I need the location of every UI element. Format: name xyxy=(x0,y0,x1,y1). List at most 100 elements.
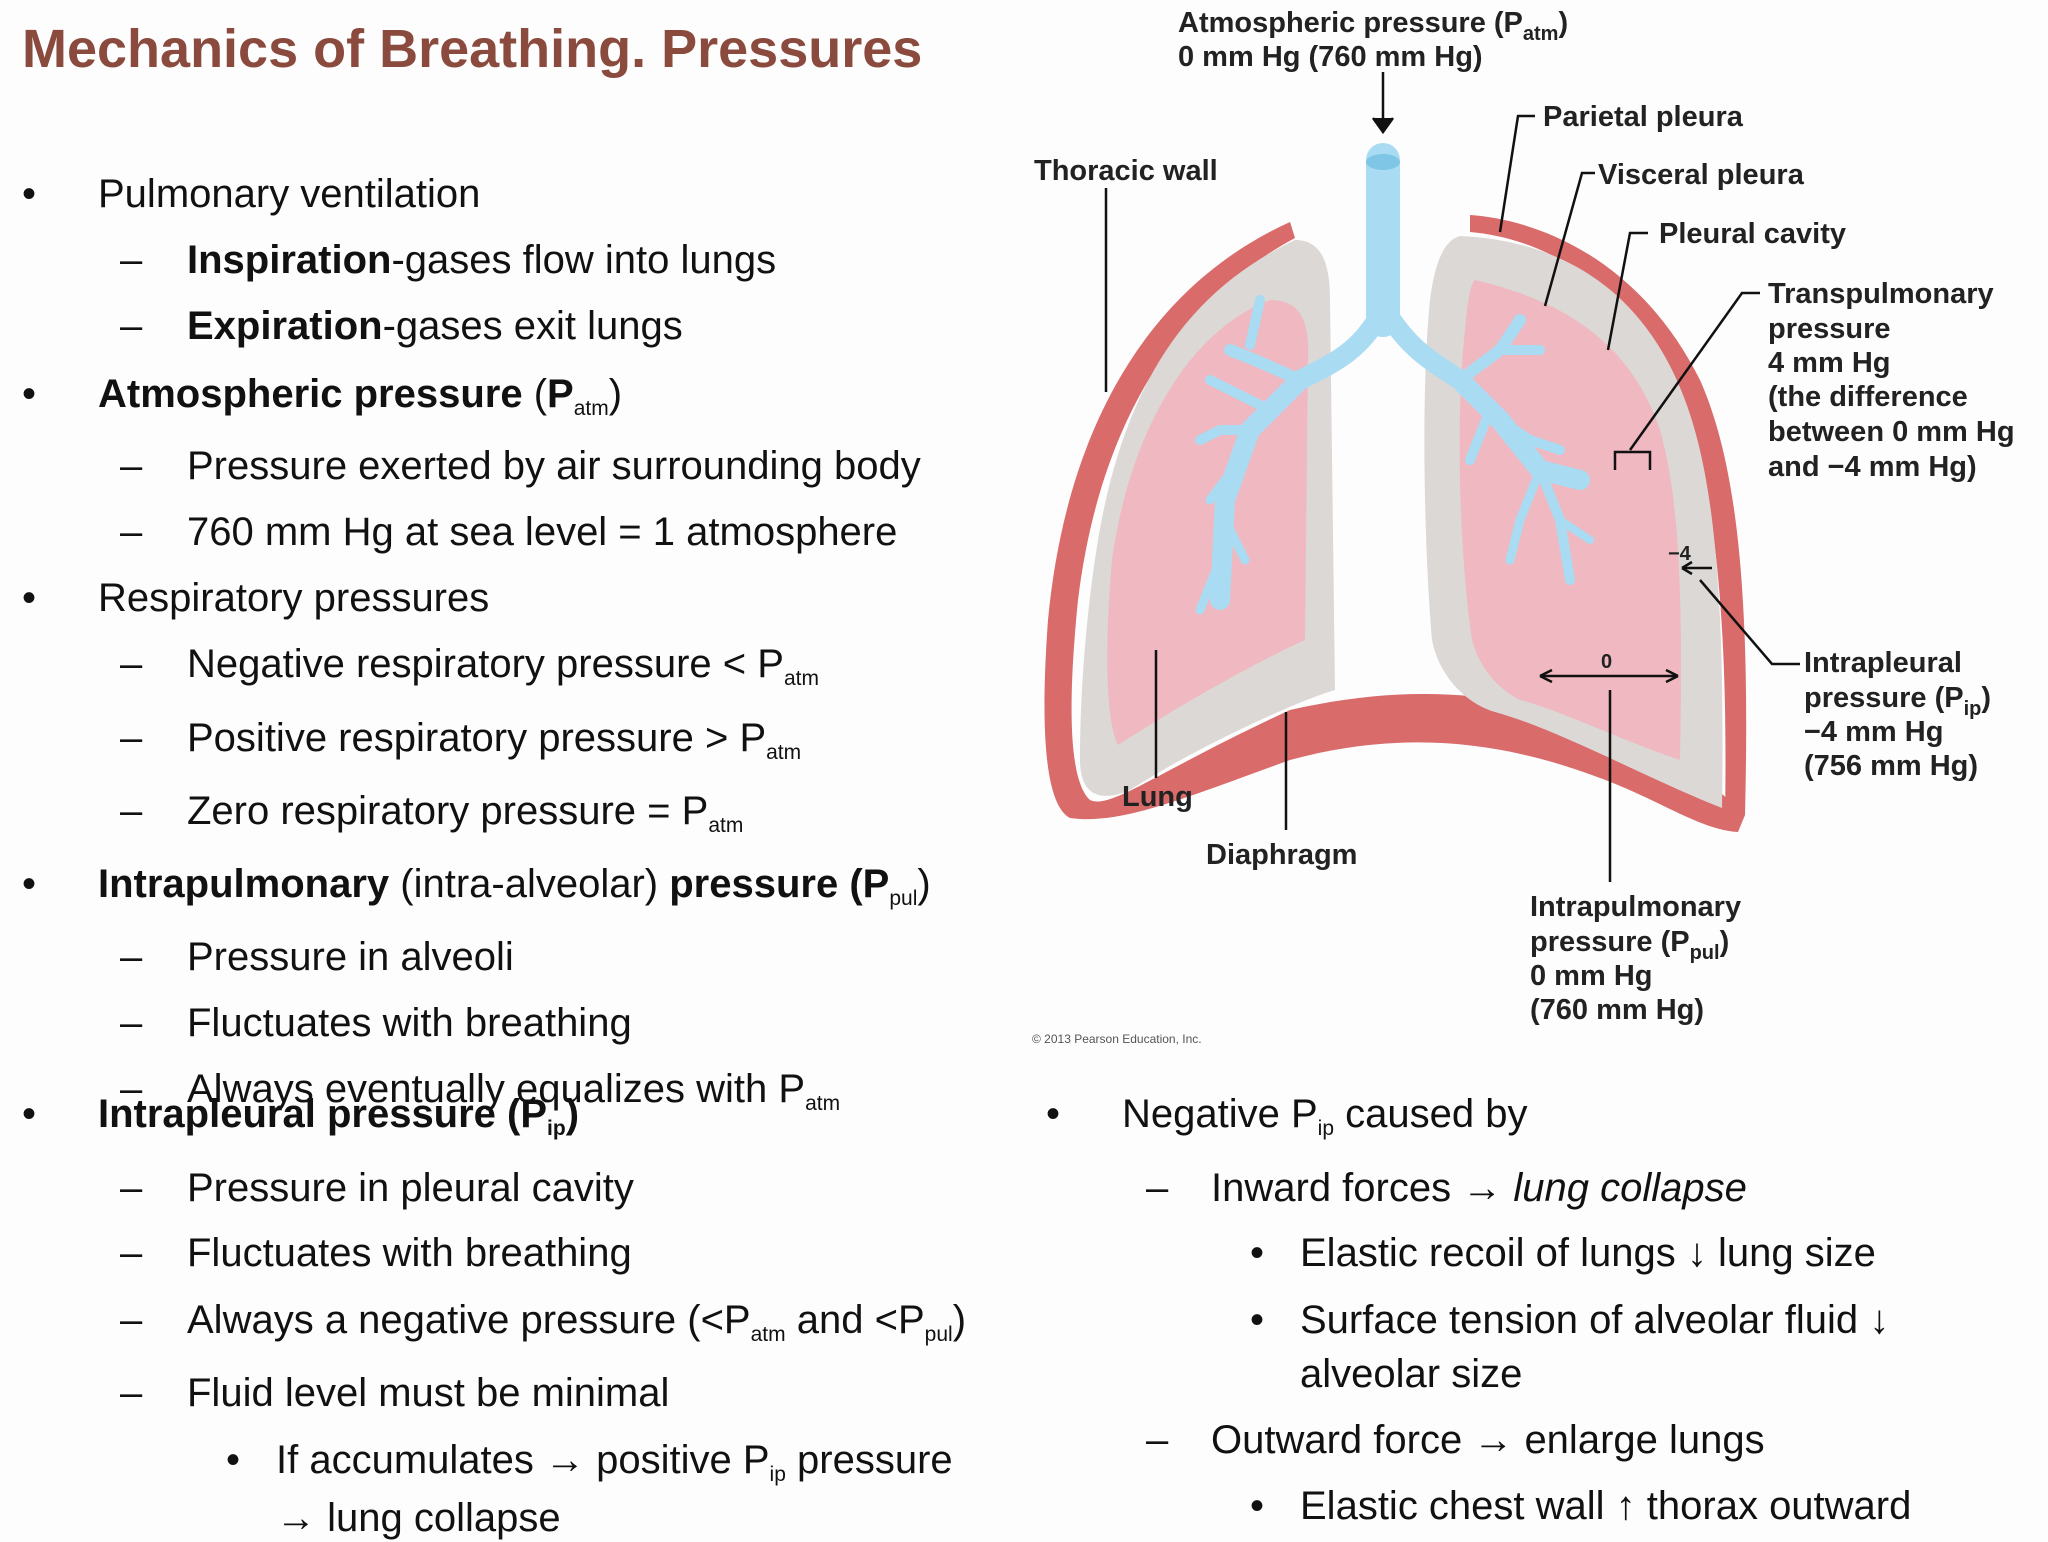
label-intrapleural-3: −4 mm Hg xyxy=(1804,716,1943,748)
subscript-pul: pul xyxy=(889,887,918,910)
text-inward: Inward forces → xyxy=(1211,1166,1514,1210)
text-negative: Negative respiratory pressure < P xyxy=(187,642,784,686)
dash: – xyxy=(120,510,143,554)
thoracic-wall-right xyxy=(1470,215,1747,820)
sub-inspiration: Inspiration-gases flow into lungs xyxy=(187,236,776,284)
sub-zero-pressure: Zero respiratory pressure = Patm xyxy=(187,787,744,837)
sub-expiration: Expiration-gases exit lungs xyxy=(187,302,683,350)
label-intrapulmonary: Intrapulmonary xyxy=(1530,891,1741,923)
label-transpulmonary-4: (the difference xyxy=(1768,381,1968,413)
slide-title: Mechanics of Breathing. Pressures xyxy=(22,19,923,79)
label-minus-4: −4 xyxy=(1668,543,1692,565)
label-atm-pressure: Atmospheric pressure (Patm) xyxy=(1178,7,1568,45)
sub-outward-force: Outward force → enlarge lungs xyxy=(1211,1418,1765,1462)
subscript-atm: atm xyxy=(805,1092,841,1115)
bullet: • xyxy=(22,172,37,216)
sub-always-negative: Always a negative pressure (<Patm and <P… xyxy=(187,1296,966,1345)
text-zero: Zero respiratory pressure = P xyxy=(187,789,709,833)
label-transpulmonary-3: 4 mm Hg xyxy=(1768,347,1890,379)
text-neg-pip-a: Negative P xyxy=(1122,1092,1318,1136)
term-pressure-p: pressure (P xyxy=(669,862,890,906)
dash: – xyxy=(120,716,143,760)
subscript-atm: atm xyxy=(708,814,744,837)
dash: – xyxy=(120,304,143,348)
bronchial-tree xyxy=(1195,143,1594,615)
dash: – xyxy=(120,642,143,686)
bullet: • xyxy=(22,1092,37,1136)
text-accum-b: pressure xyxy=(785,1438,953,1482)
label-intrapleural: Intrapleural xyxy=(1804,647,1962,679)
bullet: • xyxy=(22,372,37,416)
dash: – xyxy=(1146,1166,1169,1210)
text-equalizes: Always eventually equalizes with P xyxy=(187,1067,806,1111)
label-intrapleural-2: pressure (Pip) xyxy=(1804,682,1991,720)
dash: – xyxy=(120,1371,143,1415)
sub-pressure-exerted: Pressure exerted by air surrounding body xyxy=(187,444,921,488)
sub-fluid-level: Fluid level must be minimal xyxy=(187,1371,670,1415)
text-intra-alveolar: (intra-alveolar) xyxy=(389,862,670,906)
bullet-intrapulmonary: Intrapulmonary (intra-alveolar) pressure… xyxy=(98,860,931,910)
sub-fluctuates-2: Fluctuates with breathing xyxy=(187,1231,632,1275)
subsub-elastic-chest-wall: Elastic chest wall ↑ thorax outward xyxy=(1300,1484,1912,1528)
bullet: • xyxy=(22,862,37,906)
sub-negative-pressure: Negative respiratory pressure < Patm xyxy=(187,640,819,690)
dash: – xyxy=(120,444,143,488)
leader-lines xyxy=(1104,72,1800,882)
bullet: • xyxy=(22,576,37,620)
label-intrapulmonary-3: 0 mm Hg xyxy=(1530,960,1652,992)
bullet-intrapleural: Intrapleural pressure (Pip) xyxy=(98,1090,580,1140)
label-intrapulmonary-4: (760 mm Hg) xyxy=(1530,994,1704,1026)
bullet: • xyxy=(1250,1298,1265,1342)
subsub-surface-tension: Surface tension of alveolar fluid ↓ xyxy=(1300,1298,1890,1342)
subsub-alveolar-size: alveolar size xyxy=(1300,1352,1523,1396)
subsub-if-accumulates: If accumulates → positive Pip pressure xyxy=(276,1436,953,1486)
text-positive: Positive respiratory pressure > P xyxy=(187,716,767,760)
text-expiration: -gases exit lungs xyxy=(382,304,683,348)
text-open: ( xyxy=(522,372,548,416)
dash: – xyxy=(120,1067,143,1111)
label-intrapulmonary-2: pressure (Ppul) xyxy=(1530,926,1729,964)
bullet: • xyxy=(1250,1484,1265,1528)
term-inspiration: Inspiration xyxy=(187,238,392,282)
sub-pressure-alveoli: Pressure in alveoli xyxy=(187,935,514,979)
label-diaphragm: Diaphragm xyxy=(1206,839,1357,871)
text-neg-a: Always a negative pressure (<P xyxy=(187,1298,751,1342)
dash: – xyxy=(120,238,143,282)
bullet: • xyxy=(1046,1092,1061,1136)
label-zero: 0 xyxy=(1601,651,1612,673)
subsub-lung-collapse: → lung collapse xyxy=(276,1496,561,1540)
symbol-p: P xyxy=(547,372,574,416)
trachea-top xyxy=(1366,154,1400,170)
label-transpulmonary-5: between 0 mm Hg xyxy=(1768,416,2015,448)
bullet-negative-pip: Negative Pip caused by xyxy=(1122,1090,1528,1139)
subscript-ip: ip xyxy=(769,1463,786,1486)
text-neg-b: and <P xyxy=(785,1298,925,1342)
subscript-atm: atm xyxy=(783,667,819,690)
sub-always-equalizes: Always eventually equalizes with Patm xyxy=(187,1065,841,1115)
sub-pleural-cavity: Pressure in pleural cavity xyxy=(187,1166,634,1210)
label-lung: Lung xyxy=(1122,781,1193,813)
text-close: ) xyxy=(608,372,623,416)
subscript-atm: atm xyxy=(766,741,802,764)
bullet: • xyxy=(226,1438,241,1482)
bullet: • xyxy=(1250,1231,1265,1275)
sub-760-mmhg: 760 mm Hg at sea level = 1 atmosphere xyxy=(187,510,898,554)
label-transpulmonary: Transpulmonary xyxy=(1768,278,1994,310)
label-atm-value: 0 mm Hg (760 mm Hg) xyxy=(1178,41,1483,73)
dash: – xyxy=(1146,1418,1169,1462)
subscript-atm: atm xyxy=(573,397,609,420)
dash: – xyxy=(120,1001,143,1045)
subscript-ip: ip xyxy=(547,1117,566,1140)
term-intrapleural: Intrapleural pressure (P xyxy=(98,1092,548,1136)
term-atmospheric-pressure: Atmospheric pressure xyxy=(98,372,523,416)
label-transpulmonary-6: and −4 mm Hg) xyxy=(1768,451,1977,483)
text-lung-collapse: lung collapse xyxy=(1513,1166,1747,1210)
bullet-pulmonary-ventilation: Pulmonary ventilation xyxy=(98,172,481,216)
label-intrapleural-4: (756 mm Hg) xyxy=(1804,750,1978,782)
dash: – xyxy=(120,789,143,833)
term-intrapulmonary: Intrapulmonary xyxy=(98,862,390,906)
sub-inward-forces: Inward forces → lung collapse xyxy=(1211,1164,1747,1212)
text-close: ) xyxy=(565,1092,580,1136)
dash: – xyxy=(120,935,143,979)
